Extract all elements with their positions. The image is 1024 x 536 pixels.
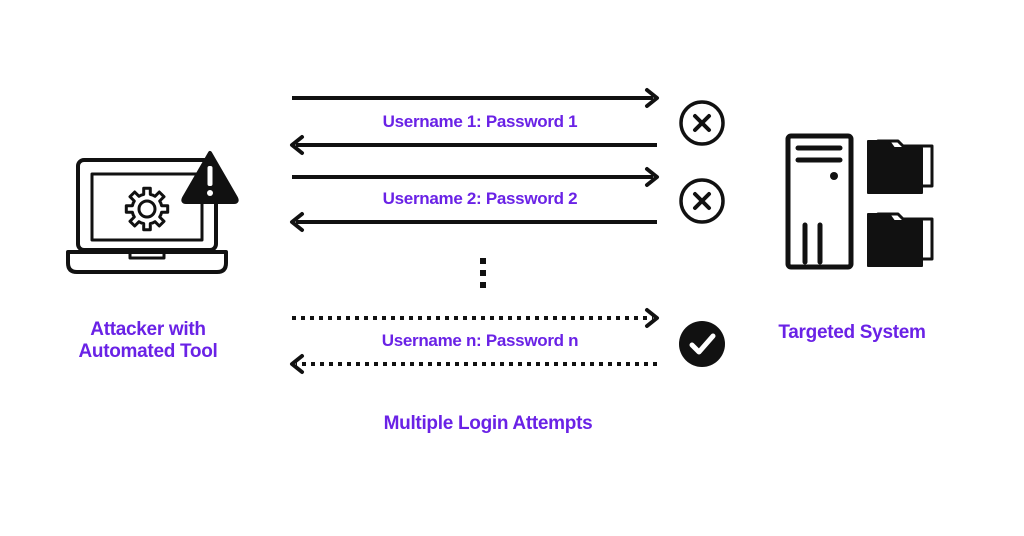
diagram-caption: Multiple Login Attempts [383,413,593,434]
attacker-label-line2: Automated Tool [78,341,218,362]
response-arrow-2 [290,212,657,232]
folder-icon [867,212,934,267]
attacker-label: Attacker with Automated Tool [60,319,236,363]
attacker-label-line1: Attacker with [90,319,206,340]
target-label: Targeted System [778,322,926,343]
result-icons [679,100,725,367]
request-arrow-1 [292,88,659,108]
x-circle-icon [679,100,725,146]
check-circle-icon [679,321,725,367]
attempt-label-1: Username 1: Password 1 [382,112,578,131]
response-arrow-1 [290,135,657,155]
attempt-label-2: Username 2: Password 2 [382,189,578,208]
attempt-label-n: Username n: Password n [381,331,579,350]
ellipsis-dots [480,258,486,288]
x-circle-icon [679,178,725,224]
folder-icon [867,139,934,194]
response-arrow-n [290,354,657,374]
server-tower-icon [785,133,854,270]
request-arrow-n [292,308,659,328]
arrow-group [290,88,659,374]
gear-icon [124,186,170,232]
request-arrow-2 [292,167,659,187]
warning-triangle-icon [181,151,239,204]
laptop-icon [66,158,228,274]
server-led [830,172,838,180]
